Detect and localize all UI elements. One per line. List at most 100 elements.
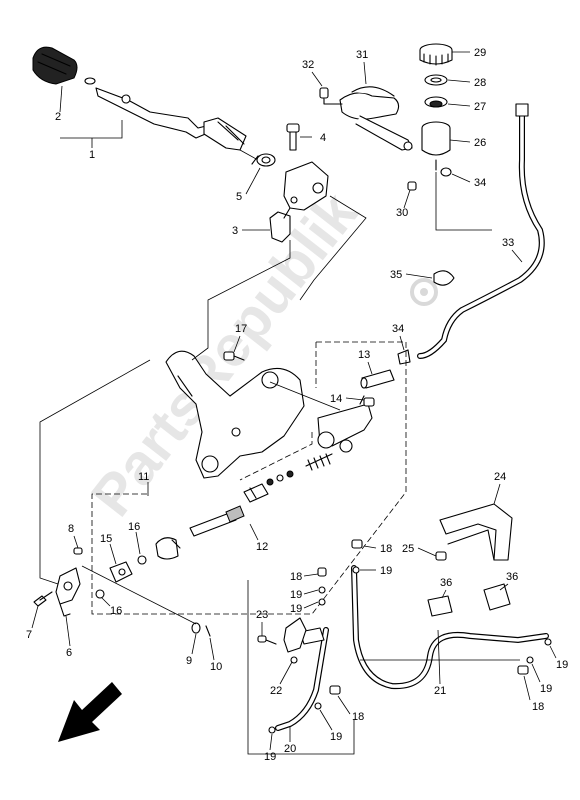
callout-6: 6 xyxy=(66,647,72,659)
callout-4: 4 xyxy=(320,132,326,144)
piston-part xyxy=(243,483,269,503)
nut-part-16a xyxy=(137,555,147,565)
callout-20: 20 xyxy=(284,743,296,755)
lower-leader-a xyxy=(247,580,355,755)
callout-5: 5 xyxy=(236,191,242,203)
reservoir-bracket-part xyxy=(339,86,413,151)
callout-29: 29 xyxy=(474,47,486,59)
callout-30: 30 xyxy=(396,207,408,219)
bracket-part-24 xyxy=(439,503,513,561)
brake-pipe-part-20 xyxy=(275,627,329,731)
pedal-bracket-part xyxy=(269,161,329,243)
brake-pedal-assembly xyxy=(32,46,259,161)
washer-part-19e xyxy=(268,726,276,734)
brake-hose-part-21 xyxy=(351,565,549,690)
bolt-part-8 xyxy=(73,547,83,555)
union-bolt-part-18a xyxy=(351,539,363,549)
callout-18c: 18 xyxy=(352,711,364,723)
callout-19b: 19 xyxy=(290,589,302,601)
gear-watermark-icon xyxy=(410,278,438,306)
callout-26: 26 xyxy=(474,137,486,149)
callout-10: 10 xyxy=(210,661,222,673)
bolt-part-17 xyxy=(223,351,245,361)
dashed-assembly-frame xyxy=(91,341,407,615)
reservoir-tank-part xyxy=(421,121,451,171)
callout-27: 27 xyxy=(474,101,486,113)
washer-part-19a xyxy=(352,566,360,574)
callout-28: 28 xyxy=(474,77,486,89)
callout-19d: 19 xyxy=(330,731,342,743)
callout-19f: 19 xyxy=(556,659,568,671)
bracket-part-6 xyxy=(55,567,81,617)
callout-11: 11 xyxy=(138,471,149,483)
return-spring-part xyxy=(251,153,276,167)
reservoir-plate-part xyxy=(424,74,448,86)
callout-16b: 16 xyxy=(110,605,122,617)
callout-21: 21 xyxy=(434,685,446,697)
callout-35: 35 xyxy=(390,269,402,281)
cotter-pin-part-10 xyxy=(205,625,211,637)
callout-19g: 19 xyxy=(540,683,552,695)
clip-part-34b xyxy=(397,349,411,365)
callout-19a: 19 xyxy=(380,565,392,577)
hose-clip-part-35 xyxy=(433,270,455,286)
callout-3: 3 xyxy=(232,225,238,237)
grommet-part-30 xyxy=(407,181,417,191)
clamp-part-34a xyxy=(440,167,452,177)
callout-36a: 36 xyxy=(440,577,452,589)
callout-9: 9 xyxy=(186,655,192,667)
washer-part-19c xyxy=(318,598,326,606)
callout-18d: 18 xyxy=(532,701,544,713)
reservoir-cap-part xyxy=(419,43,453,66)
washer-part-19f xyxy=(544,638,552,646)
callout-labels: 1 2 3 4 5 6 7 8 9 10 11 12 13 14 15 16 1… xyxy=(26,47,568,763)
callout-22: 22 xyxy=(270,685,282,697)
callout-19e: 19 xyxy=(264,751,276,763)
footrest-bracket-part xyxy=(165,350,305,479)
washer-part-19g xyxy=(526,656,534,664)
bolt-part-7 xyxy=(33,591,53,607)
callout-13: 13 xyxy=(358,349,370,361)
fitting-part-14 xyxy=(363,397,375,407)
clamp-part-36b xyxy=(483,583,511,611)
clamp-part-36a xyxy=(427,595,453,617)
hose-holder-part-22 xyxy=(283,617,307,664)
callout-24: 24 xyxy=(494,471,506,483)
callout-16a: 16 xyxy=(128,521,140,533)
link-leader-c xyxy=(39,359,151,585)
callout-2: 2 xyxy=(55,111,61,123)
callout-19c: 19 xyxy=(290,603,302,615)
callout-36b: 36 xyxy=(506,571,518,583)
washer-part-16b xyxy=(95,589,105,599)
bolt-part-25 xyxy=(435,551,447,561)
link-leader-d xyxy=(269,381,341,411)
hose-joint-part-13 xyxy=(360,369,395,389)
callout-14: 14 xyxy=(330,393,342,405)
washer-part-19b xyxy=(318,586,326,594)
direction-arrow-icon xyxy=(58,682,122,742)
bolt-part-32 xyxy=(319,87,343,105)
callout-23: 23 xyxy=(256,609,268,621)
callout-17: 17 xyxy=(235,323,247,335)
union-bolt-part-18d xyxy=(517,665,529,675)
bolt-part-23 xyxy=(257,635,277,645)
reservoir-leader xyxy=(435,172,492,231)
pin-axis xyxy=(81,565,197,625)
union-bolt-part-18c xyxy=(329,685,341,695)
seal-parts xyxy=(266,470,294,486)
callout-15: 15 xyxy=(100,533,112,545)
reservoir-hose-part xyxy=(417,103,545,359)
washer-part-19d xyxy=(314,702,322,710)
union-bolt-part-18b xyxy=(317,567,327,577)
callout-1: 1 xyxy=(89,149,95,161)
spring-part xyxy=(305,453,333,471)
callout-18b: 18 xyxy=(290,571,302,583)
clevis-part-15 xyxy=(109,561,133,583)
bolt-part-4 xyxy=(286,123,312,151)
callout-34a: 34 xyxy=(474,177,486,189)
washer-part-9 xyxy=(191,622,201,634)
callout-18a: 18 xyxy=(380,543,392,555)
link-leader-a xyxy=(191,240,291,361)
master-cylinder-part xyxy=(317,395,373,453)
